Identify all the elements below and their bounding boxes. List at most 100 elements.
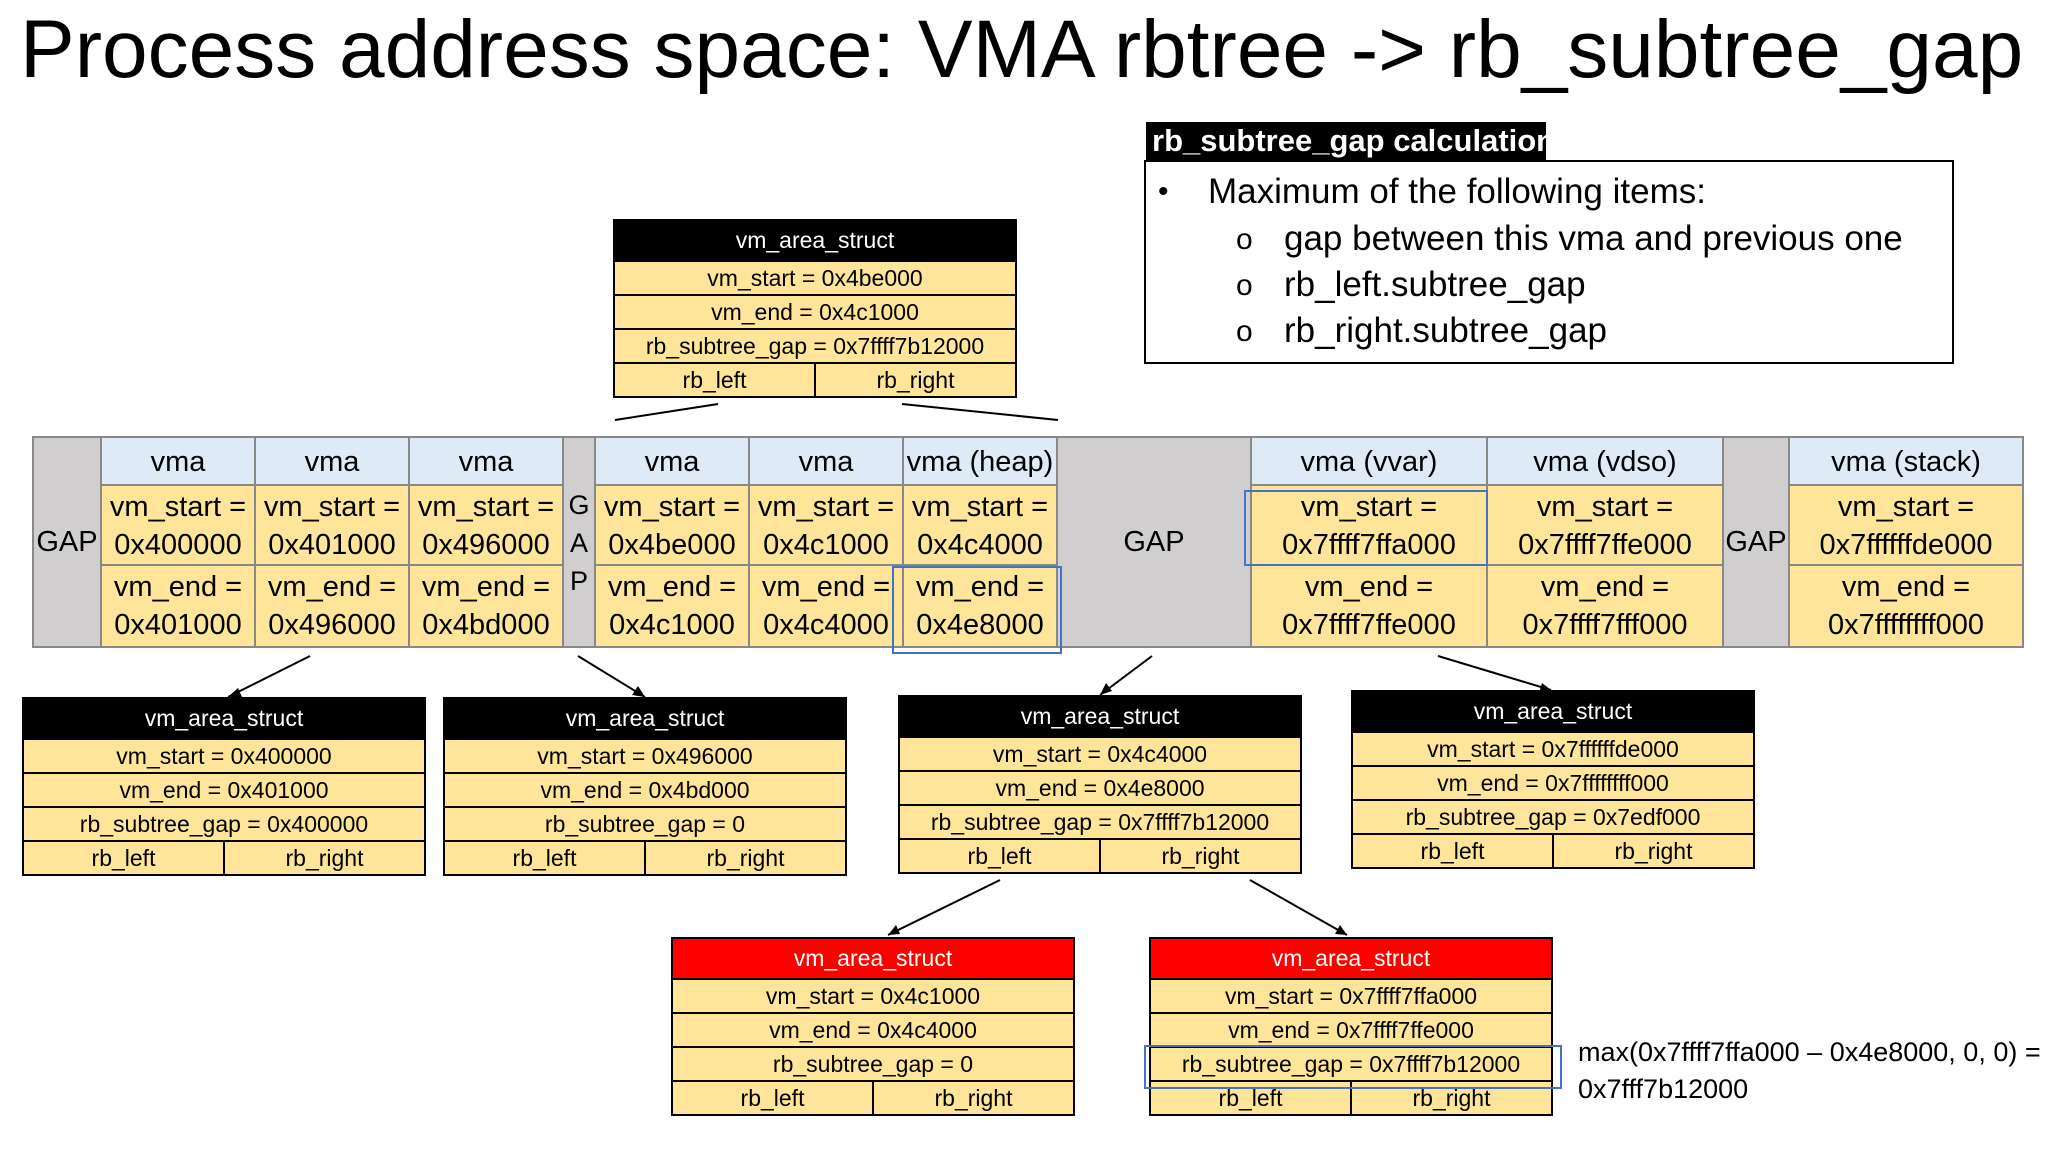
struct-vm-start: vm_start = 0x4c1000 xyxy=(673,978,1073,1012)
struct-vm-end: vm_end = 0x7ffffffff000 xyxy=(1353,765,1753,799)
struct-rb-subtree-gap: rb_subtree_gap = 0x7ffff7b12000 xyxy=(900,804,1300,838)
arrowhead-l2 xyxy=(632,686,645,697)
vma-cell: vma vm_start =0x496000 vm_end =0x4bd000 xyxy=(408,438,562,646)
vma-end: vm_end =0x4bd000 xyxy=(410,566,562,646)
struct-links: rb_left rb_right xyxy=(673,1080,1073,1114)
legend-intro: Maximum of the following items: xyxy=(1208,172,1706,211)
vma-start: vm_start =0x4c1000 xyxy=(750,486,902,566)
vma-label: vma xyxy=(410,438,562,486)
vma-start: vm_start =0x400000 xyxy=(102,486,254,566)
vma-end: vm_end =0x401000 xyxy=(102,566,254,646)
vma-cell: vma vm_start =0x400000 vm_end =0x401000 xyxy=(100,438,254,646)
legend-bullet-icon: • xyxy=(1158,175,1169,208)
vma-start: vm_start =0x401000 xyxy=(256,486,408,566)
legend-item: rb_right.subtree_gap xyxy=(1284,311,1607,350)
struct-vm-start: vm_start = 0x7ffffffde000 xyxy=(1353,731,1753,765)
struct-header: vm_area_struct xyxy=(24,699,424,738)
struct-vm-end: vm_end = 0x7ffff7ffe000 xyxy=(1151,1012,1551,1046)
vma-label: vma xyxy=(596,438,748,486)
struct-links: rb_left rb_right xyxy=(445,840,845,874)
edge-to-l1 xyxy=(227,655,311,698)
struct-vm-end: vm_end = 0x4e8000 xyxy=(900,770,1300,804)
note-line: 0x7fff7b12000 xyxy=(1578,1074,1749,1104)
vm-area-struct-node: vm_area_struct vm_start = 0x400000 vm_en… xyxy=(22,697,426,876)
struct-rb-subtree-gap: rb_subtree_gap = 0 xyxy=(445,806,845,840)
edge-to-l2 xyxy=(577,655,646,698)
vm-area-struct-node: vm_area_struct vm_start = 0x496000 vm_en… xyxy=(443,697,847,876)
rb-right-link: rb_right xyxy=(1614,838,1693,864)
struct-header: vm_area_struct xyxy=(1151,939,1551,978)
struct-header: vm_area_struct xyxy=(900,697,1300,736)
edge-to-b2 xyxy=(1249,879,1348,936)
struct-header: vm_area_struct xyxy=(1353,692,1753,731)
struct-header: vm_area_struct xyxy=(615,221,1015,260)
rb-left-link: rb_left xyxy=(24,842,225,874)
arrowhead-b1 xyxy=(888,925,900,935)
rb-right-link: rb_right xyxy=(285,845,364,871)
legend-sub-bullet-icon: o xyxy=(1236,315,1253,348)
struct-vm-start: vm_start = 0x4be000 xyxy=(615,260,1015,294)
struct-rb-subtree-gap: rb_subtree_gap = 0x400000 xyxy=(24,806,424,840)
vma-end: vm_end =0x4e8000 xyxy=(904,566,1056,646)
struct-links: rb_left rb_right xyxy=(24,840,424,874)
vm-area-struct-node: vm_area_struct vm_start = 0x4c4000 vm_en… xyxy=(898,695,1302,874)
vma-cell-vdso: vma (vdso) vm_start =0x7ffff7ffe000 vm_e… xyxy=(1486,438,1722,646)
arrowhead-l1 xyxy=(228,688,242,697)
vma-start: vm_start =0x7ffff7ffe000 xyxy=(1488,486,1722,566)
rb-right-link: rb_right xyxy=(876,367,955,393)
vma-end: vm_end =0x7ffffffff000 xyxy=(1790,566,2022,646)
edge-to-l3 xyxy=(1099,655,1153,696)
edge-root-left xyxy=(614,403,719,421)
vma-cell: vma vm_start =0x4be000 vm_end =0x4c1000 xyxy=(594,438,748,646)
arrowhead-b2 xyxy=(1335,925,1347,935)
struct-rb-subtree-gap: rb_subtree_gap = 0 xyxy=(673,1046,1073,1080)
gap-calculation-note: max(0x7ffff7ffa000 – 0x4e8000, 0, 0) = 0… xyxy=(1578,1034,2041,1108)
vma-cell: vma vm_start =0x4c1000 vm_end =0x4c4000 xyxy=(748,438,902,646)
edge-to-b1 xyxy=(887,879,1001,936)
rb-right-link: rb_right xyxy=(706,845,785,871)
rb-left-link: rb_left xyxy=(615,364,816,396)
vma-end: vm_end =0x496000 xyxy=(256,566,408,646)
vma-label: vma (vvar) xyxy=(1252,438,1486,486)
vma-label: vma (vdso) xyxy=(1488,438,1722,486)
address-space-strip: GAP vma vm_start =0x400000 vm_end =0x401… xyxy=(32,436,2024,648)
vma-end: vm_end =0x4c4000 xyxy=(750,566,902,646)
vm-area-struct-node: vm_area_struct vm_start = 0x7ffffffde000… xyxy=(1351,690,1755,869)
struct-vm-start: vm_start = 0x400000 xyxy=(24,738,424,772)
struct-rb-subtree-gap: rb_subtree_gap = 0x7ffff7b12000 xyxy=(1151,1046,1551,1080)
vm-area-struct-node-highlight: vm_area_struct vm_start = 0x7ffff7ffa000… xyxy=(1149,937,1553,1116)
struct-header: vm_area_struct xyxy=(673,939,1073,978)
rb-right-link: rb_right xyxy=(934,1085,1013,1111)
struct-links: rb_left rb_right xyxy=(615,362,1015,396)
gap-region: GAP xyxy=(34,438,100,646)
gap-region-large: GAP xyxy=(1056,438,1250,646)
struct-rb-subtree-gap: rb_subtree_gap = 0x7ffff7b12000 xyxy=(615,328,1015,362)
rb-left-link: rb_left xyxy=(445,842,646,874)
rb-left-link: rb_left xyxy=(673,1082,874,1114)
vma-label: vma xyxy=(256,438,408,486)
legend-sub-bullet-icon: o xyxy=(1236,269,1253,302)
vma-start: vm_start =0x7ffff7ffa000 xyxy=(1252,486,1486,566)
highlight-vvar-vm-start xyxy=(1244,490,1488,566)
edge-to-l4 xyxy=(1437,655,1552,691)
gap-region: GAP xyxy=(1722,438,1788,646)
vm-area-struct-root: vm_area_struct vm_start = 0x4be000 vm_en… xyxy=(613,219,1017,398)
vm-area-struct-node-highlight: vm_area_struct vm_start = 0x4c1000 vm_en… xyxy=(671,937,1075,1116)
legend-sub-bullet-icon: o xyxy=(1236,223,1253,256)
vma-label: vma xyxy=(102,438,254,486)
vma-end: vm_end =0x7ffff7ffe000 xyxy=(1252,566,1486,646)
rb-right-link: rb_right xyxy=(1161,843,1240,869)
vma-start: vm_start =0x4be000 xyxy=(596,486,748,566)
struct-header: vm_area_struct xyxy=(445,699,845,738)
struct-vm-end: vm_end = 0x401000 xyxy=(24,772,424,806)
vma-label: vma (stack) xyxy=(1790,438,2022,486)
vma-start: vm_start =0x7ffffffde000 xyxy=(1790,486,2022,566)
vma-cell-vvar: vma (vvar) vm_start =0x7ffff7ffa000 vm_e… xyxy=(1250,438,1486,646)
arrowhead-l3 xyxy=(1100,683,1112,695)
vma-cell-stack: vma (stack) vm_start =0x7ffffffde000 vm_… xyxy=(1788,438,2022,646)
